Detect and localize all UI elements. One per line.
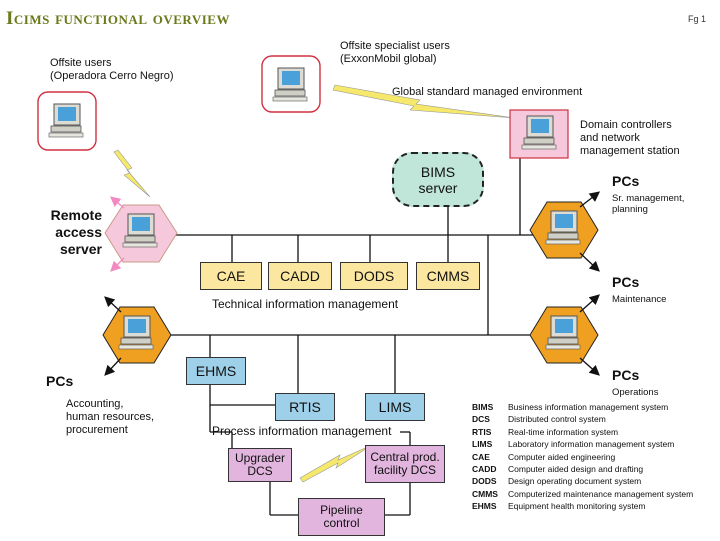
ehms-box: EHMS: [186, 357, 246, 385]
bims-server-label: BIMS server: [418, 163, 458, 196]
legend-abbr: DCS: [472, 414, 490, 425]
legend-row: CMMS Computerized maintenance management …: [472, 488, 693, 500]
offsite-specialist-label: Offsite specialist users (ExxonMobil glo…: [340, 40, 450, 65]
legend-desc: Business information management system: [508, 402, 669, 412]
pipeline-control-box: Pipeline control: [298, 498, 385, 536]
tech-info-label: Technical information management: [212, 297, 399, 311]
legend-desc: Equipment health monitoring system: [508, 501, 646, 512]
pcs-acct-sub: Accounting, human resources, procurement: [66, 398, 155, 436]
legend-row: DODS Design operating document system: [472, 475, 693, 487]
bims-server-box: BIMS server: [392, 152, 484, 207]
upgrader-dcs-box: Upgrader DCS: [228, 448, 292, 482]
central-dcs-label: Central prod. facility DCS: [370, 450, 440, 477]
computer-icon: [521, 115, 557, 150]
arrows: [104, 191, 601, 376]
legend-desc: Computer aided engineering: [508, 451, 616, 462]
legend-abbr: CAE: [472, 451, 490, 462]
legend-abbr: EHMS: [472, 501, 497, 512]
legend-abbr: LIMS: [472, 439, 493, 450]
computer-icon: [272, 67, 308, 102]
legend-row: DCS Distributed control system: [472, 413, 693, 425]
legend-abbr: RTIS: [472, 426, 492, 437]
legend-row: BIMS Business information management syst…: [472, 401, 693, 413]
offsite-users-label: Offsite users (Operadora Cerro Negro): [50, 57, 174, 82]
legend-desc: Computerized maintenance management syst…: [508, 488, 694, 499]
pcs-ops-sub: Operations: [612, 387, 659, 398]
legend-desc: Distributed control system: [508, 414, 606, 425]
legend-desc: Computer aided design and drafting: [508, 464, 644, 475]
computer-icon: [48, 103, 84, 138]
upgrader-dcs-label: Upgrader DCS: [234, 451, 286, 478]
legend-row: CAE Computer aided engineering: [472, 451, 693, 463]
lightning-icon: [299, 444, 373, 483]
rtis-box: RTIS: [275, 393, 335, 421]
pcs-acct-title: PCs: [46, 373, 74, 389]
legend-desc: Real-time information system: [508, 426, 619, 437]
computer-icon: [545, 210, 581, 245]
legend-desc: Design operating document system: [508, 476, 642, 487]
pcs-maint-title: PCs: [612, 274, 640, 290]
dods-box: DODS: [340, 262, 408, 290]
computer-icon: [118, 315, 154, 350]
diagram-title: Icims functional overview: [6, 8, 230, 29]
process-info-label: Process information management: [212, 424, 392, 438]
domain-controllers-label: Domain controllers and network managemen…: [580, 119, 680, 157]
figure-number: Fg 1: [687, 14, 706, 24]
cadd-box: CADD: [268, 262, 332, 290]
legend-desc: Laboratory information management system: [508, 439, 675, 450]
remote-arrows: [110, 196, 125, 272]
lightning-icon: [113, 149, 151, 198]
global-env-label: Global standard managed environment: [392, 86, 583, 98]
legend-abbr: CMMS: [472, 488, 498, 499]
legend-row: EHMS Equipment health monitoring system: [472, 500, 693, 512]
lims-box: LIMS: [365, 393, 425, 421]
legend-row: RTIS Real-time information system: [472, 426, 693, 438]
network-lines: [165, 155, 545, 516]
legend-abbr: DODS: [472, 476, 497, 487]
legend-abbr: BIMS: [472, 402, 494, 412]
legend-row: CADD Computer aided design and drafting: [472, 463, 693, 475]
pcs-maint-sub: Maintenance: [612, 294, 667, 305]
computer-icon: [122, 213, 158, 248]
legend-row: LIMS Laboratory information management sy…: [472, 438, 693, 450]
pcs-sr-title: PCs: [612, 173, 640, 189]
legend: BIMS Business information management syst…: [472, 401, 693, 513]
legend-abbr: CADD: [472, 464, 497, 475]
lightning-bolts: [113, 84, 516, 483]
central-dcs-box: Central prod. facility DCS: [365, 445, 445, 483]
pipeline-control-label: Pipeline control: [320, 503, 363, 530]
computer-icon: [545, 315, 581, 350]
pcs-ops-title: PCs: [612, 367, 640, 383]
cmms-box: CMMS: [416, 262, 480, 290]
pcs-sr-sub: Sr. management, planning: [612, 193, 685, 215]
lightning-icon: [332, 84, 516, 119]
cae-box: CAE: [200, 262, 262, 290]
remote-access-label: Remote access server: [50, 207, 102, 257]
